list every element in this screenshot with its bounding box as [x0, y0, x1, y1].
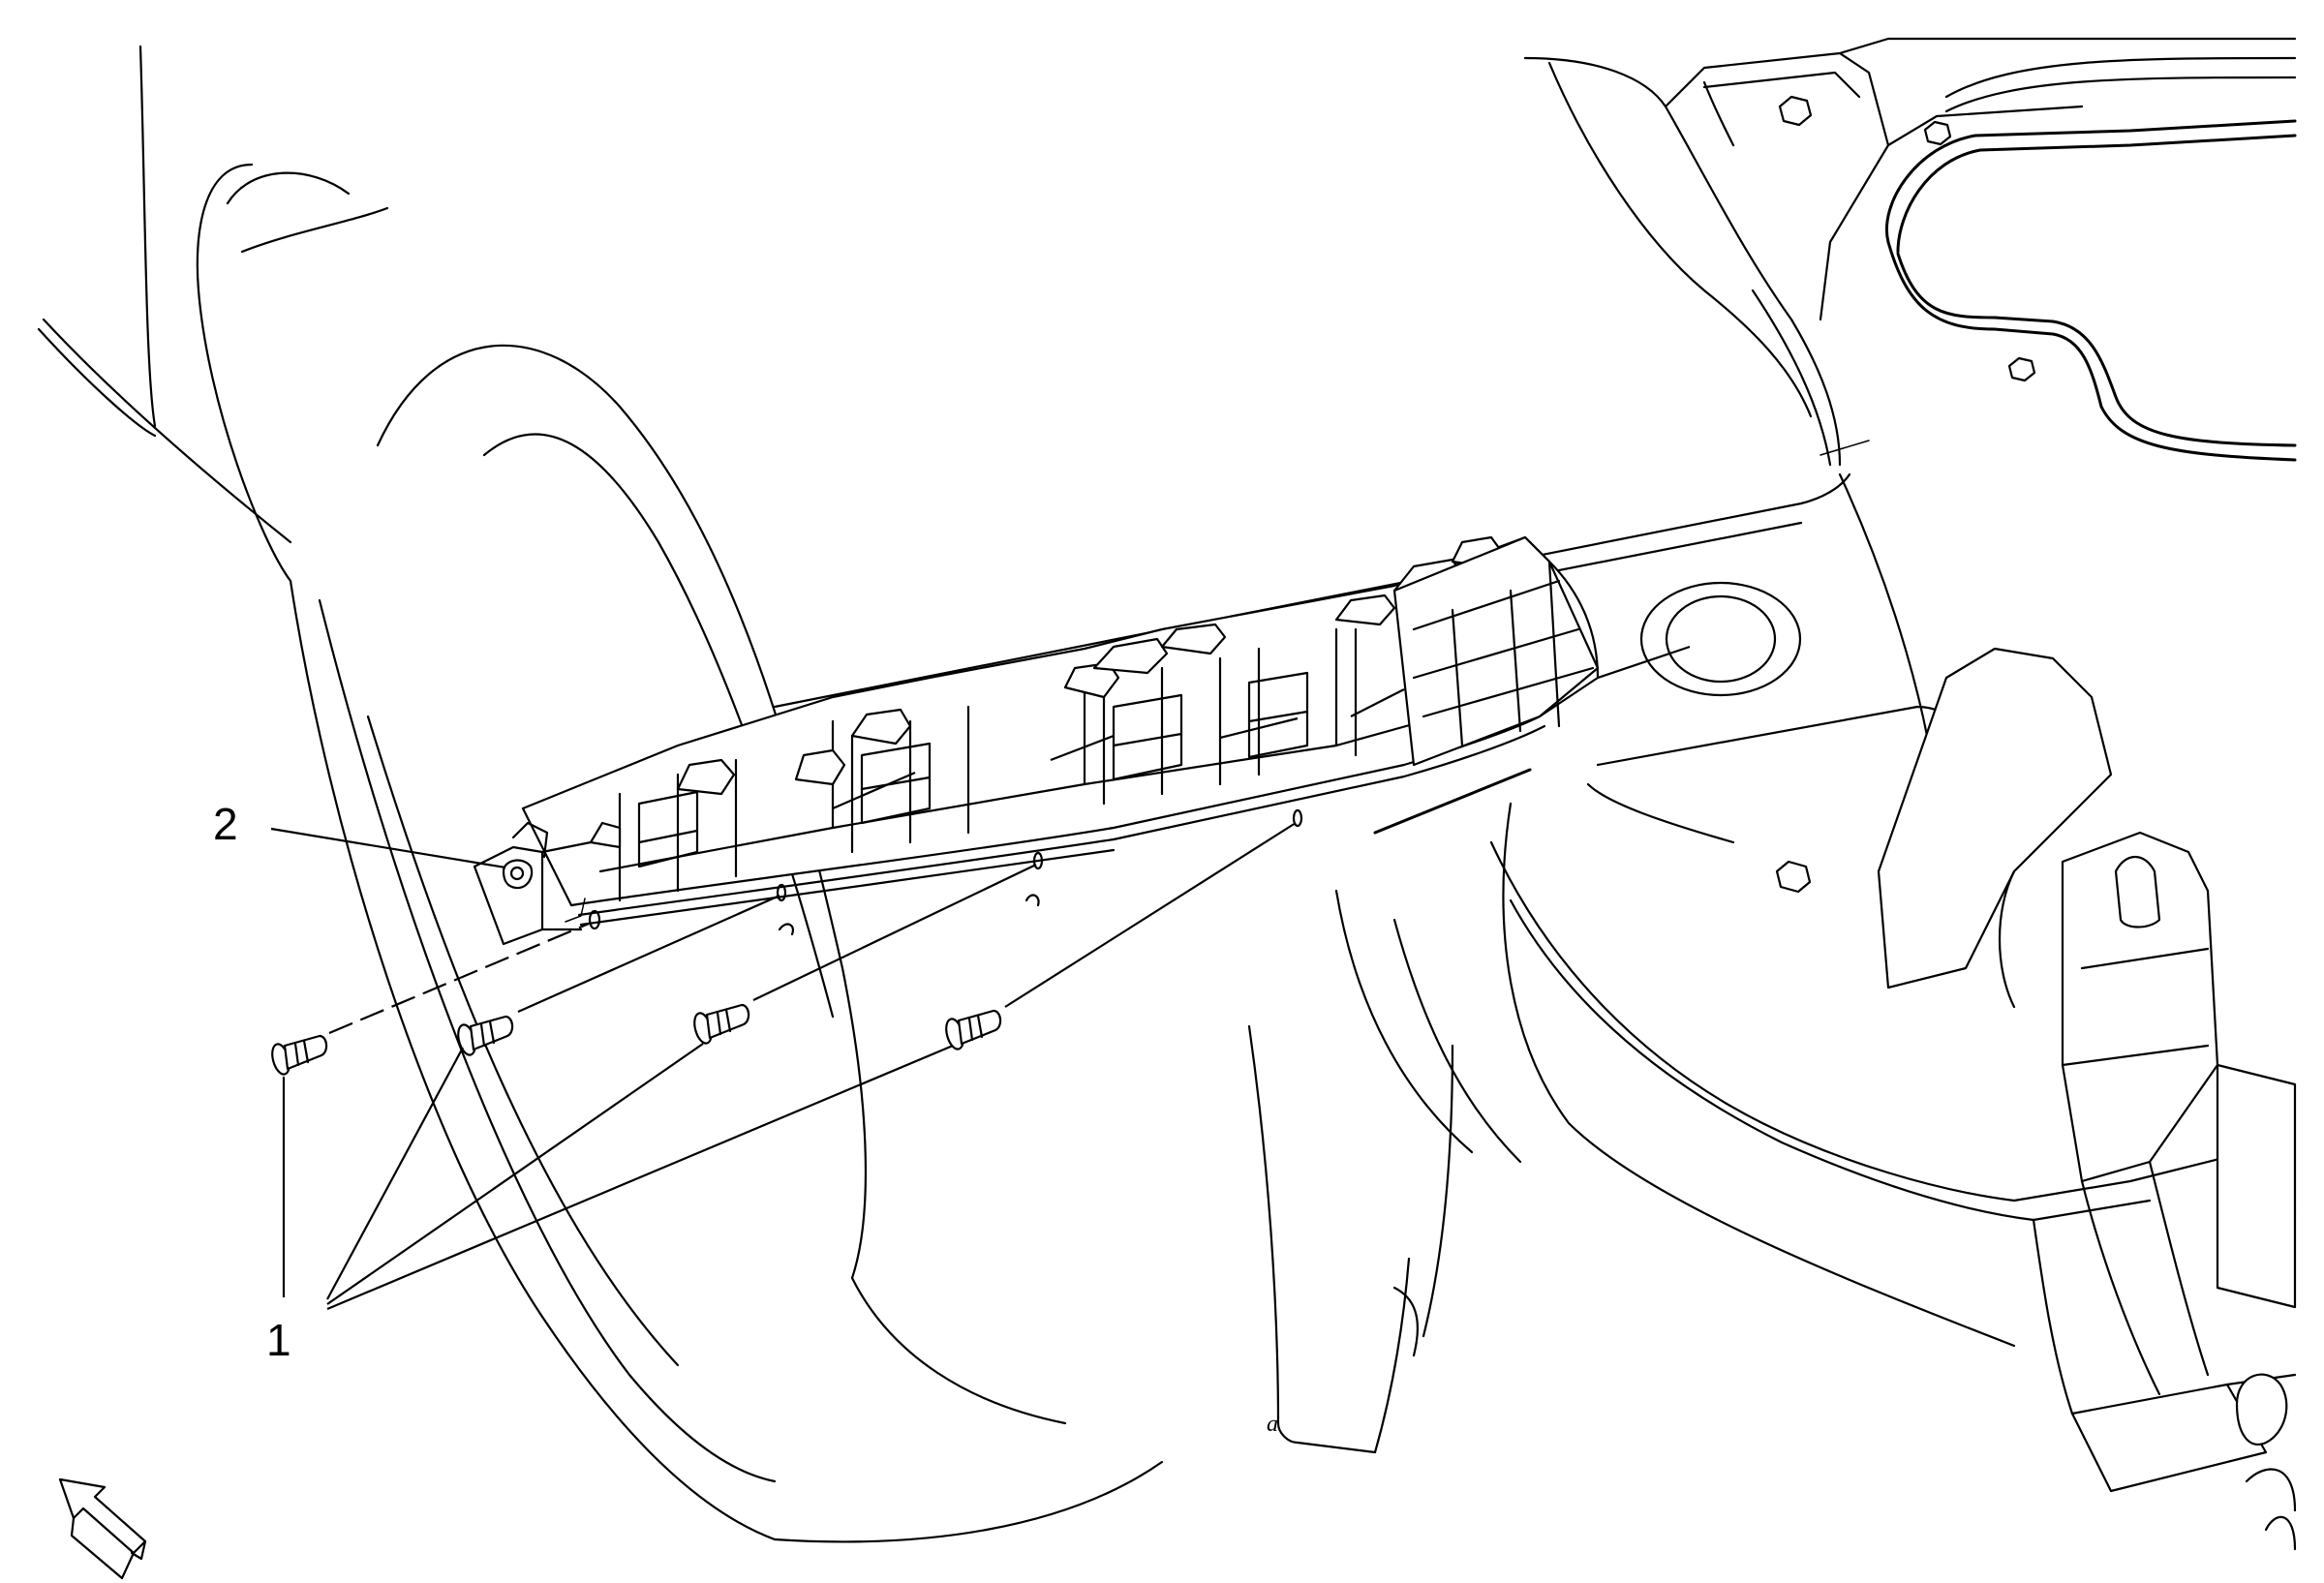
- screw: [945, 1009, 1002, 1050]
- rear-body-structure: [1523, 37, 2297, 467]
- wheel-tire: [196, 163, 1164, 1543]
- install-paths: [328, 822, 1297, 1035]
- callout-leaders: [270, 827, 954, 1311]
- bumper-fascia-bracket: [473, 535, 1600, 946]
- rear-crossmember: [1489, 472, 2297, 1551]
- screw: [271, 1034, 328, 1076]
- front-arrow-icon: [58, 1477, 147, 1580]
- push-pin-screws: [271, 1003, 1002, 1076]
- screw: [457, 1015, 514, 1056]
- bracket-alignment-lines: [832, 645, 1691, 810]
- part-marking: a: [1267, 1412, 1278, 1437]
- callout-bracket-label: 2: [213, 799, 238, 849]
- screw: [693, 1003, 750, 1045]
- splash-shield: [1247, 1024, 1454, 1454]
- callout-fasteners-label: 1: [266, 1315, 291, 1365]
